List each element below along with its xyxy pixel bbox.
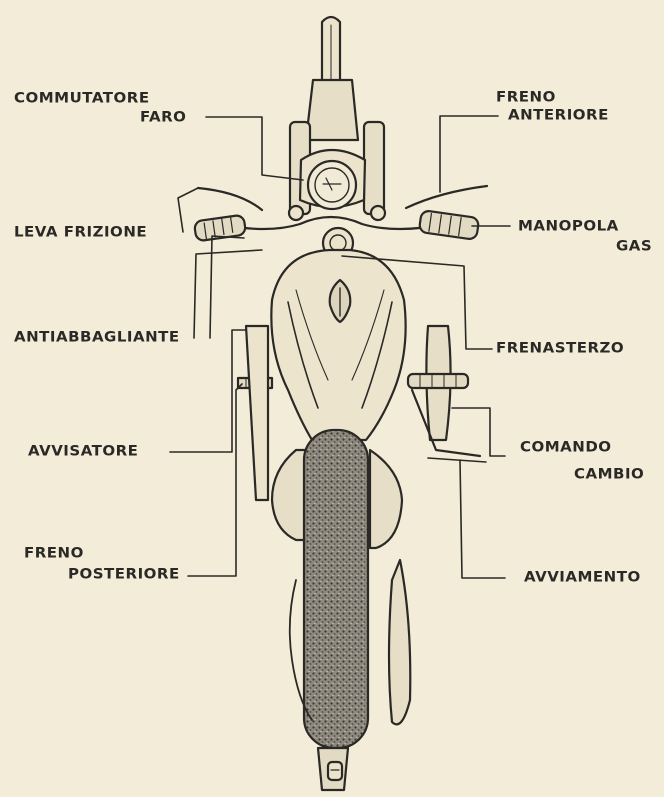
left-engine-cover — [272, 450, 306, 540]
leader-antiabbagliante-2 — [194, 250, 262, 338]
right-engine-cover — [370, 450, 402, 548]
exhaust-silencer — [389, 560, 410, 724]
front-brake-lever — [406, 186, 487, 208]
label-avvisatore: AVVISATORE — [28, 442, 138, 460]
leader-commutatore-faro — [206, 117, 303, 180]
label-frenasterzo: FRENASTERZO — [496, 339, 624, 357]
handlebar — [218, 217, 446, 229]
label-faro: FARO — [140, 108, 186, 126]
right-fork-leg — [364, 122, 384, 214]
leader-freno-posteriore — [188, 384, 242, 576]
rear-brake-pedal — [246, 326, 268, 500]
label-freno-posteriore-1: FRENO — [24, 544, 84, 562]
leader-avviamento — [460, 460, 505, 578]
leader-avvisatore — [170, 330, 246, 452]
label-avviamento: AVVIAMENTO — [524, 568, 641, 586]
label-manopola: MANOPOLA — [518, 217, 619, 235]
label-freno-posteriore-2: POSTERIORE — [68, 565, 180, 583]
label-gas: GAS — [616, 237, 652, 255]
fuel-tank — [271, 250, 405, 440]
label-commutatore: COMMUTATORE — [14, 89, 150, 107]
gear-shift-pedal — [408, 374, 468, 388]
label-leva-frizione: LEVA FRIZIONE — [14, 223, 147, 241]
label-antiabbagliante: ANTIABBAGLIANTE — [14, 328, 180, 346]
leader-freno-anteriore — [440, 116, 498, 192]
label-freno-anteriore-2: ANTERIORE — [508, 106, 609, 124]
fork-headlamp-housing — [306, 80, 358, 140]
leader-comando-cambio — [452, 408, 505, 456]
rear-tyre — [304, 430, 368, 748]
label-comando: COMANDO — [520, 438, 612, 456]
label-cambio: CAMBIO — [574, 465, 644, 483]
right-grip — [419, 210, 479, 240]
tail-light — [328, 762, 342, 780]
clutch-lever — [198, 188, 262, 210]
label-freno-anteriore-1: FRENO — [496, 88, 556, 106]
